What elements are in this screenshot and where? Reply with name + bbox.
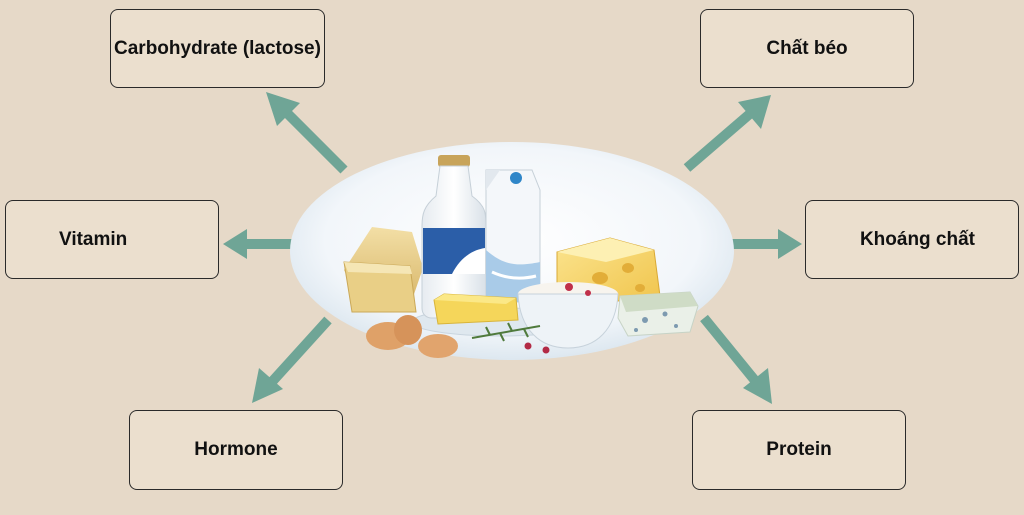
arrow-to-protein [700, 314, 772, 404]
cottage-cheese-bowl [517, 282, 619, 349]
node-mineral: Khoáng chất [805, 200, 1019, 279]
node-hormone-label: Hormone [194, 439, 278, 460]
node-carbohydrate-label: Carbohydrate (lactose) [114, 37, 321, 59]
node-fat-label: Chất béo [766, 37, 848, 59]
node-mineral-label: Khoáng chất [859, 228, 975, 250]
node-protein: Protein [692, 410, 906, 490]
node-hormone: Hormone [129, 410, 343, 490]
butter [433, 293, 519, 325]
node-carbohydrate: Carbohydrate (lactose) [110, 9, 325, 88]
milk-bottle [421, 155, 487, 319]
node-vitamin-label: Vitamin [59, 228, 128, 250]
arrow-to-hormone [252, 316, 332, 403]
blue-cheese [617, 291, 699, 337]
dairy-products-illustration [290, 142, 734, 360]
arrow-to-mineral [732, 229, 802, 259]
node-vitamin: Vitamin [5, 200, 219, 279]
arrow-to-carbohydrate [266, 92, 348, 174]
rosemary-sprig [471, 322, 550, 354]
milk-carton [485, 169, 541, 303]
arrow-to-vitamin [223, 229, 292, 259]
arrow-to-fat [683, 95, 771, 172]
node-fat: Chất béo [700, 9, 914, 88]
node-protein-label: Protein [766, 439, 832, 460]
eggs [366, 315, 458, 358]
